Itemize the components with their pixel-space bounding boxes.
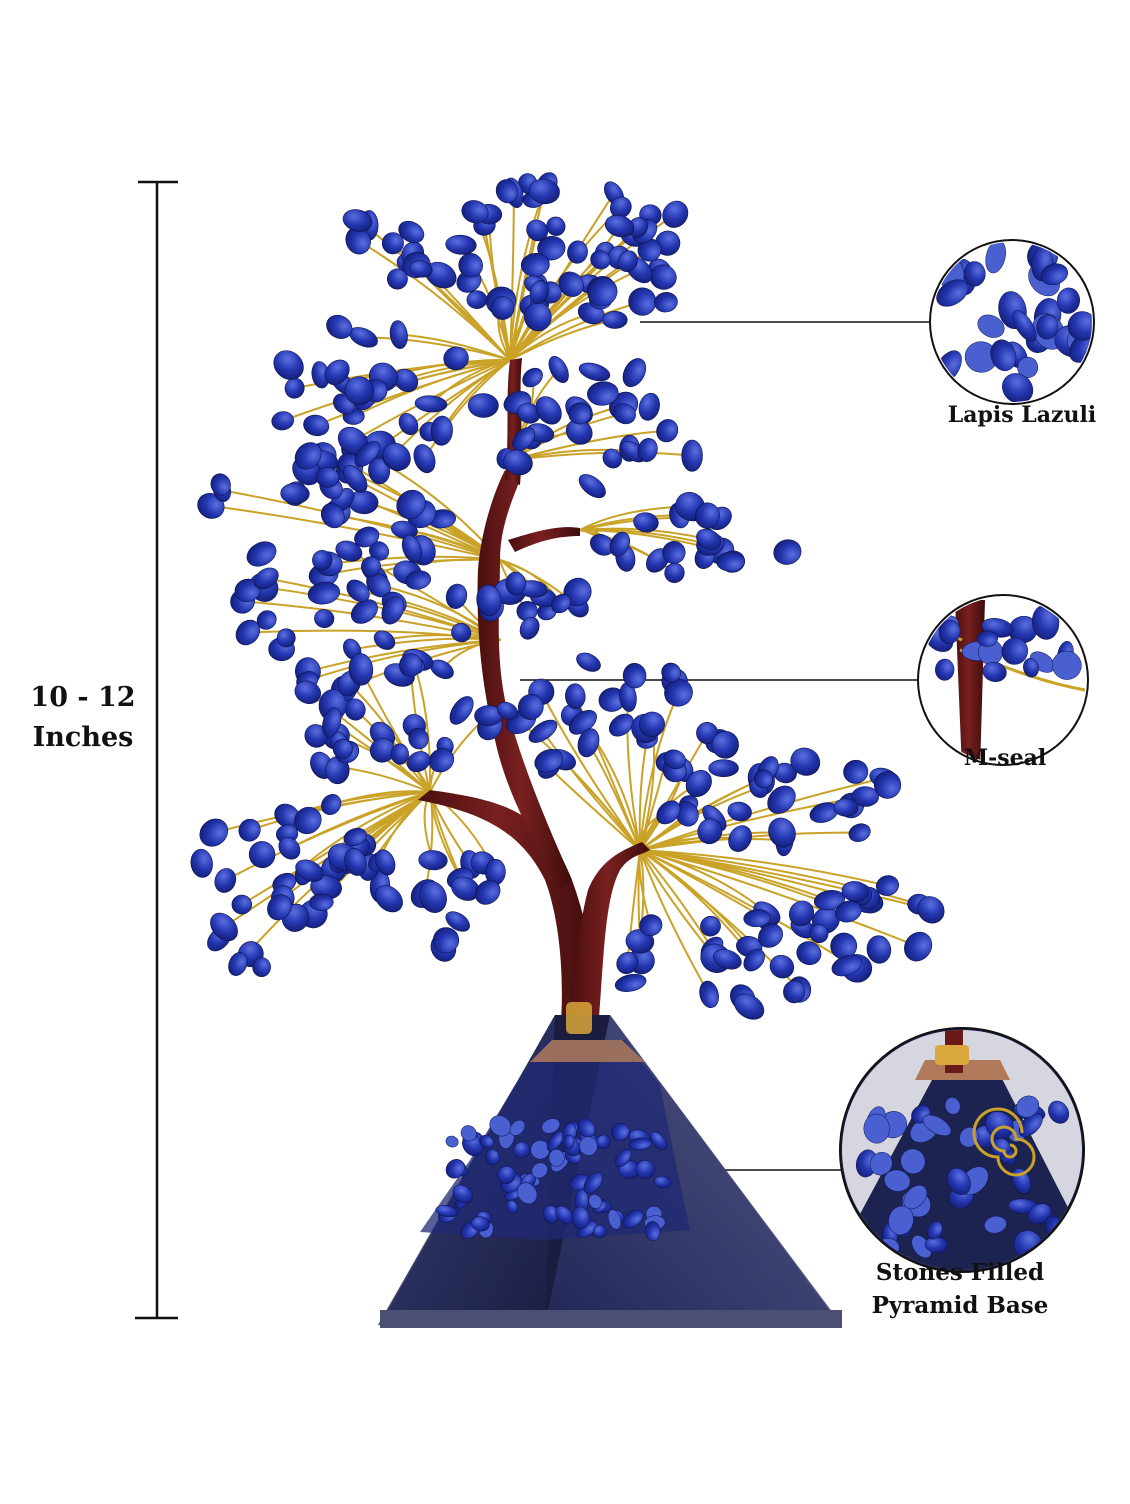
- mseal-closeup-circle: [917, 594, 1089, 766]
- pyramid-base: [378, 1002, 842, 1328]
- lapis-lazuli-label: Lapis Lazuli: [947, 402, 1097, 428]
- height-value: 10 - 12: [30, 682, 136, 713]
- height-dimension-line: [135, 180, 178, 1320]
- pyramid-base-label: Stones Filled Pyramid Base: [840, 1256, 1080, 1322]
- height-label: 10 - 12 Inches: [8, 678, 158, 758]
- height-unit: Inches: [32, 722, 134, 753]
- pyramid-base-label-line1: Stones Filled: [875, 1259, 1045, 1286]
- copper-spiral-icon: [972, 1107, 1036, 1177]
- pyramid-base-label-line2: Pyramid Base: [871, 1292, 1049, 1319]
- lapis-stone-leaves: [190, 172, 945, 1020]
- base-closeup-circle: [839, 1027, 1085, 1273]
- lapis-closeup-circle: [929, 239, 1095, 405]
- mseal-label: M-seal: [963, 745, 1047, 771]
